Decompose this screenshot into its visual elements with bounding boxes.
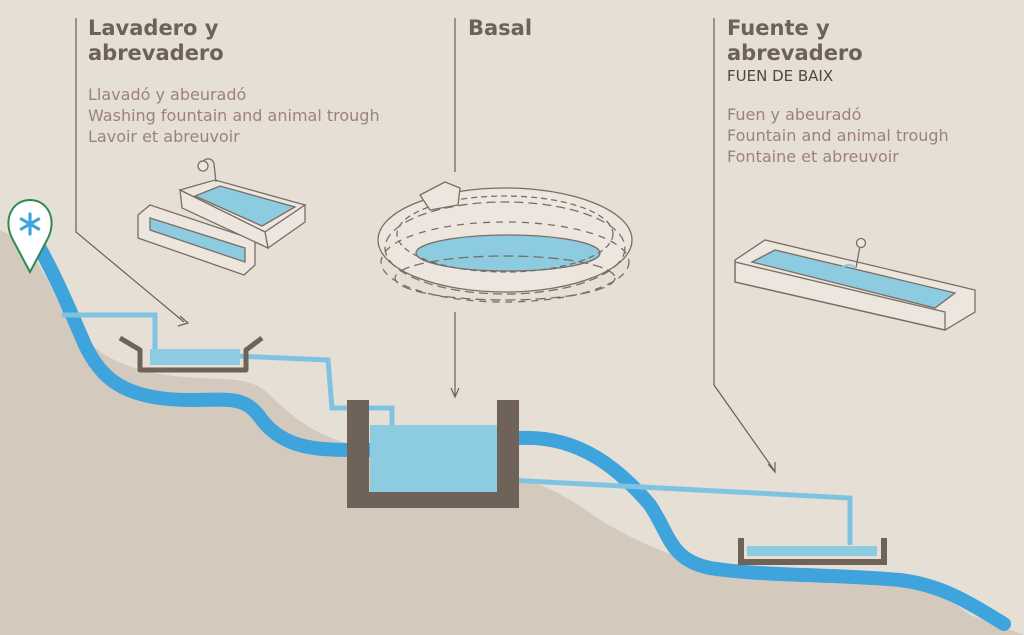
label-title-basal: Basal: [468, 16, 533, 40]
pipe-lavadero-to-basal: [235, 353, 395, 426]
desc-line: Fountain and animal trough: [727, 126, 949, 145]
label-title-fuente: Fuente y abrevadero: [727, 16, 863, 65]
fuente-illustration: [734, 237, 976, 331]
lavadero-basin: [118, 335, 264, 373]
desc-line: Washing fountain and animal trough: [88, 106, 380, 125]
basal-illustration: [377, 181, 633, 303]
leader-line-fuente: [713, 18, 775, 471]
label-subtitle-fuente: FUEN DE BAIX: [727, 67, 834, 85]
label-desc-fuente: Fuen y abeuradó Fountain and animal trou…: [727, 104, 949, 167]
leader-lines: [75, 18, 776, 474]
desc-line: Fuen y abeuradó: [727, 105, 862, 124]
basal-tank: [347, 400, 519, 508]
hillside-slope: [0, 230, 1024, 635]
label-desc-lavadero: Llavadó y abeuradó Washing fountain and …: [88, 84, 380, 147]
asterisk-location-pin-icon: [7, 198, 53, 275]
pipe-basal-to-fuente: [507, 477, 853, 545]
leader-line-lavadero: [75, 18, 185, 323]
lavadero-illustration: [137, 158, 307, 276]
fuente-trough: [738, 538, 887, 565]
desc-line: Fontaine et abreuvoir: [727, 147, 899, 166]
desc-line: Lavoir et abreuvoir: [88, 127, 240, 146]
desc-line: Llavadó y abeuradó: [88, 85, 247, 104]
pipe-to-lavadero: [62, 312, 158, 350]
label-title-lavadero: Lavadero y abrevadero: [88, 16, 224, 65]
